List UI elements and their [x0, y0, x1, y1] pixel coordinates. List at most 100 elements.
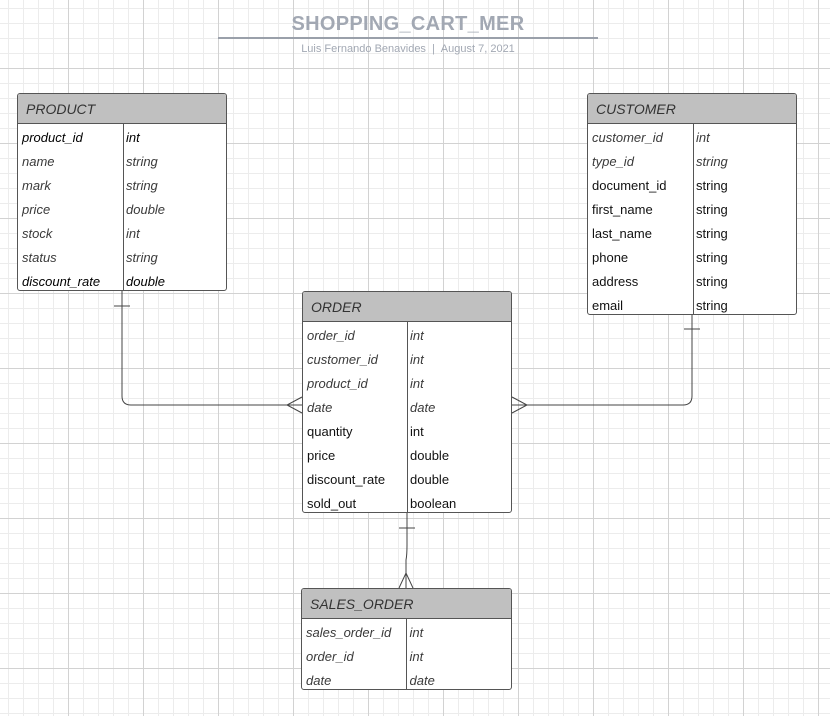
- field-type: string: [126, 178, 158, 193]
- field-type: string: [126, 250, 158, 265]
- field-row: discount_rate double: [303, 468, 511, 492]
- field-row: quantity int: [303, 420, 511, 444]
- field-row: price double: [18, 198, 226, 222]
- field-row: phone string: [588, 246, 796, 270]
- field-type: int: [126, 130, 140, 145]
- field-type: int: [410, 328, 424, 343]
- field-name: discount_rate: [307, 472, 386, 487]
- field-name: price: [22, 202, 51, 217]
- field-name: name: [22, 154, 55, 169]
- field-type: double: [410, 472, 450, 487]
- column-divider: [693, 124, 694, 314]
- field-row: product_id int: [18, 126, 226, 150]
- field-row: product_id int: [303, 372, 511, 396]
- many-marker-sales-order: [398, 571, 414, 589]
- field-type: double: [126, 202, 166, 217]
- field-type: string: [696, 274, 728, 289]
- entity-header: PRODUCT: [18, 94, 226, 124]
- field-name: first_name: [592, 202, 653, 217]
- field-row: sold_out boolean: [303, 492, 511, 512]
- field-type: double: [410, 448, 450, 463]
- author-name: Luis Fernando Benavides: [301, 43, 426, 55]
- connector-product-order: [121, 291, 302, 406]
- field-name: product_id: [22, 130, 83, 145]
- field-row: mark string: [18, 174, 226, 198]
- column-divider: [123, 124, 124, 290]
- diagram-subtitle: Luis Fernando Benavides | August 7, 2021: [218, 43, 598, 55]
- field-type: double: [126, 274, 166, 289]
- field-name: address: [592, 274, 639, 289]
- field-type: int: [410, 424, 424, 439]
- field-row: name string: [18, 150, 226, 174]
- field-name: mark: [22, 178, 51, 193]
- field-name: sold_out: [307, 496, 357, 511]
- field-row: date date: [302, 669, 511, 689]
- field-type: string: [696, 202, 728, 217]
- field-type: int: [409, 625, 424, 640]
- column-divider: [406, 619, 407, 689]
- field-name: type_id: [592, 154, 634, 169]
- field-name: discount_rate: [22, 274, 101, 289]
- field-type: string: [696, 298, 728, 313]
- subtitle-separator: |: [431, 43, 435, 55]
- field-row: address string: [588, 270, 796, 294]
- field-type: date: [409, 673, 435, 688]
- field-type: int: [409, 649, 424, 664]
- field-type: string: [696, 154, 728, 169]
- diagram-date: August 7, 2021: [440, 43, 515, 55]
- entity-header: ORDER: [303, 292, 511, 322]
- entity-header: SALES_ORDER: [302, 589, 511, 619]
- field-type: int: [126, 226, 140, 241]
- field-name: quantity: [307, 424, 353, 439]
- field-name: phone: [592, 250, 629, 265]
- field-row: stock int: [18, 222, 226, 246]
- field-row: email string: [588, 294, 796, 314]
- field-name: customer_id: [307, 352, 378, 367]
- field-type: string: [126, 154, 158, 169]
- field-name: stock: [22, 226, 53, 241]
- many-marker-order-product: [285, 396, 303, 414]
- diagram-title: SHOPPING_CART_MER: [291, 13, 525, 35]
- connector-order-sales-order: [405, 513, 408, 588]
- field-row: order_id int: [302, 645, 511, 669]
- field-row: type_id string: [588, 150, 796, 174]
- field-name: status: [22, 250, 57, 265]
- field-type: boolean: [410, 496, 457, 511]
- field-row: customer_id int: [303, 348, 511, 372]
- entity-header: CUSTOMER: [588, 94, 796, 124]
- field-row: first_name string: [588, 198, 796, 222]
- field-type: date: [410, 400, 436, 415]
- field-row: price double: [303, 444, 511, 468]
- field-name: price: [307, 448, 336, 463]
- field-row: date date: [303, 396, 511, 420]
- field-name: last_name: [592, 226, 652, 241]
- field-name: product_id: [307, 376, 368, 391]
- field-type: int: [410, 376, 424, 391]
- field-name: order_id: [307, 328, 355, 343]
- many-marker-order-customer: [511, 396, 529, 414]
- column-divider: [407, 322, 408, 512]
- field-name: order_id: [306, 649, 354, 664]
- field-name: date: [307, 400, 333, 415]
- field-type: string: [696, 250, 728, 265]
- field-type: int: [410, 352, 424, 367]
- field-row: status string: [18, 246, 226, 270]
- field-name: email: [592, 298, 624, 313]
- field-name: customer_id: [592, 130, 663, 145]
- field-name: date: [306, 673, 332, 688]
- field-name: document_id: [592, 178, 667, 193]
- field-row: order_id int: [303, 324, 511, 348]
- field-row: discount_rate double: [18, 270, 226, 290]
